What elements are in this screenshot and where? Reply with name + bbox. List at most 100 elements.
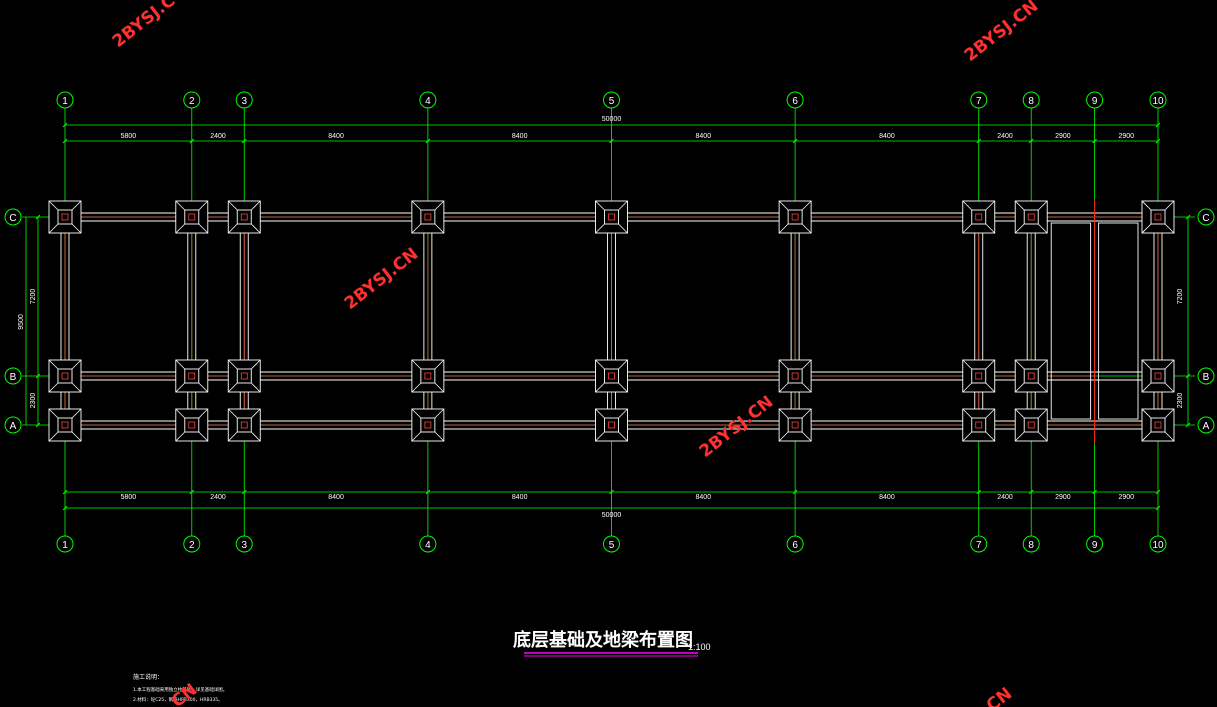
dim-tick: [1155, 122, 1161, 128]
footing-slope: [1014, 359, 1025, 370]
axis-bubble-right-B: B: [1203, 372, 1210, 383]
axis-bubble-top-9: 9: [1092, 96, 1098, 107]
footing-pedestal: [1150, 209, 1166, 225]
footing-pedestal: [1023, 417, 1039, 433]
footing-pedestal: [236, 209, 252, 225]
footing-slope: [48, 382, 59, 393]
footing-slope: [618, 431, 628, 442]
dim-label-vertical: 2300: [1177, 393, 1184, 409]
axis-grid-lines: [22, 108, 1195, 536]
footing-slope: [48, 408, 59, 419]
footing-pedestal: [971, 417, 987, 433]
dim-tick: [1028, 489, 1034, 495]
footing-slope: [411, 200, 422, 211]
dim-tick: [1185, 422, 1191, 428]
footing-slope: [71, 359, 82, 370]
dim-label-span: 8400: [879, 133, 895, 140]
footing-slope: [411, 408, 422, 419]
footing-pedestal: [420, 417, 436, 433]
footing-slope: [175, 200, 186, 211]
footing-slope: [198, 223, 209, 234]
footing-slope: [71, 223, 82, 234]
footing-slope: [227, 431, 238, 442]
axis-bubble-top-5: 5: [609, 96, 615, 107]
axis-bubble-bottom-1-circle: [56, 535, 74, 553]
footing-slope: [434, 408, 445, 419]
axis-bubble-bottom-4-circle: [419, 535, 437, 553]
dim-tick: [1092, 489, 1097, 495]
dim-tick: [35, 373, 41, 379]
axis-bubble-bottom-7-circle: [970, 535, 988, 553]
dim-label-span: 8400: [512, 133, 528, 140]
axis-bubble-bottom-10-circle: [1149, 535, 1167, 553]
dim-tick: [1028, 138, 1034, 144]
footing-slope: [801, 408, 812, 419]
column: [240, 372, 248, 380]
column: [61, 213, 69, 221]
footing-slope: [1141, 408, 1152, 419]
column: [608, 372, 615, 380]
footing-pedestal: [1023, 368, 1039, 384]
column: [791, 213, 799, 221]
axis-bubble-bottom-9-circle: [1086, 535, 1104, 553]
dim-label-span: 8400: [328, 494, 344, 501]
dim-label-span: 8400: [696, 494, 712, 501]
dim-label-span: 2400: [210, 133, 226, 140]
footing-slope: [1164, 431, 1175, 442]
footing-slope: [778, 431, 789, 442]
footing-slope: [1164, 382, 1175, 393]
dim-tick: [976, 138, 982, 144]
footing-slope: [411, 223, 422, 234]
footing-slope: [175, 382, 186, 393]
footing-slope: [434, 382, 445, 393]
footing-pedestal: [236, 368, 252, 384]
dim-tick: [1155, 489, 1161, 495]
axis-bubble-top-8-circle: [1022, 91, 1040, 109]
axis-bubble-top-10: 10: [1152, 96, 1164, 107]
footing-pedestal: [604, 209, 619, 225]
footing-slope: [1141, 359, 1152, 370]
dim-label-span: 2900: [1119, 494, 1135, 501]
footing-pedestal: [1150, 417, 1166, 433]
footing-slope: [198, 200, 209, 211]
dim-tick: [1155, 505, 1161, 511]
column: [1154, 421, 1162, 429]
dim-tick: [792, 489, 798, 495]
footing-pedestal: [184, 417, 200, 433]
footing-slope: [71, 408, 82, 419]
column: [975, 421, 983, 429]
footing-slope: [71, 382, 82, 393]
axis-bubble-top-1-circle: [56, 91, 74, 109]
footing-slope: [618, 223, 628, 234]
dim-tick: [189, 138, 195, 144]
axis-bubble-right-A-circle: [1197, 416, 1215, 434]
column: [424, 421, 432, 429]
footing-slope: [198, 382, 209, 393]
axis-bubble-top-2-circle: [183, 91, 201, 109]
footing-pedestal: [787, 209, 803, 225]
drawing-scale: 1:100: [688, 642, 711, 652]
footing-slope: [962, 431, 973, 442]
column: [424, 213, 432, 221]
notes-line-2: 2.材料：砼C25，钢筋HPB300，HRB335。: [133, 696, 223, 703]
dim-label-span: 8400: [879, 494, 895, 501]
footing-slope: [1164, 359, 1175, 370]
column: [424, 372, 432, 380]
axis-bubble-top-7-circle: [970, 91, 988, 109]
axis-bubble-right-C: C: [1202, 213, 1209, 224]
footing-slope: [434, 223, 445, 234]
dimension-lines: [25, 122, 1191, 511]
column: [975, 372, 983, 380]
footing-slope: [962, 359, 973, 370]
axis-bubble-top-5-circle: [603, 91, 620, 109]
footing-slope: [1037, 408, 1048, 419]
axis-bubble-left-C: C: [9, 213, 16, 224]
axis-bubble-top-6: 6: [792, 96, 798, 107]
column: [240, 213, 248, 221]
axis-bubble-bottom-8: 8: [1028, 540, 1034, 551]
dim-tick: [35, 422, 41, 428]
column: [240, 421, 248, 429]
dim-label-span: 8400: [696, 133, 712, 140]
axis-bubble-right-A: A: [1203, 421, 1210, 432]
